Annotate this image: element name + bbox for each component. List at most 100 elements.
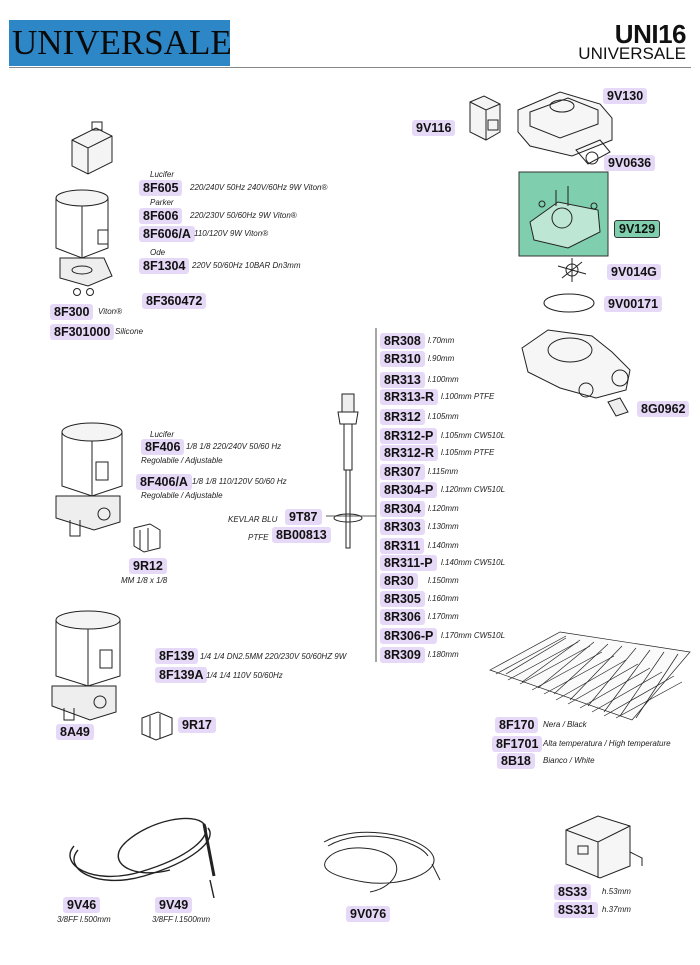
part-8F301000-desc: Silicone <box>115 327 144 336</box>
part-8F1701[interactable]: 8F1701 <box>492 736 543 752</box>
probe-length: l.160mm <box>428 594 459 603</box>
probe-code[interactable]: 8R304-P <box>380 482 438 498</box>
part-8F406-note: Regolabile / Adjustable <box>141 456 223 465</box>
probe-code[interactable]: 8R308 <box>380 333 425 349</box>
probe-length: l.140mm <box>428 541 459 550</box>
probe-length: l.100mm <box>428 375 459 384</box>
probe-code[interactable]: 8R307 <box>380 464 425 480</box>
probe-length: l.115mm <box>428 467 459 476</box>
probe-length: l.105mm PTFE <box>441 448 495 457</box>
part-8F1701-desc: Alta temperatura / High temperature <box>543 739 671 748</box>
probe-code[interactable]: 8R306-P <box>380 628 438 644</box>
part-9V130[interactable]: 9V130 <box>603 88 648 104</box>
part-8F360472[interactable]: 8F360472 <box>142 293 207 309</box>
probe-length: l.105mm <box>428 412 459 421</box>
pump-body-drawing <box>521 329 631 399</box>
part-8F406-desc: 1/8 1/8 220/240V 50/60 Hz <box>186 442 282 451</box>
brand-parker: Parker <box>150 198 174 207</box>
probe-length: l.100mm PTFE <box>441 392 495 401</box>
plate-drawing-9V129 <box>518 171 609 257</box>
part-8F605[interactable]: 8F605 <box>139 180 183 196</box>
probe-length: l.140mm CW510L <box>441 558 506 567</box>
probe-length: l.130mm <box>428 522 459 531</box>
probe-length: l.105mm CW510L <box>441 431 506 440</box>
probe-code[interactable]: 8R311-P <box>380 555 437 571</box>
part-8A49[interactable]: 8A49 <box>56 724 94 740</box>
probe-code[interactable]: 8R313 <box>380 372 425 388</box>
part-9V0636[interactable]: 9V0636 <box>604 155 656 171</box>
coil-connector-drawing <box>71 121 113 175</box>
probe-length: l.70mm <box>428 336 455 345</box>
probe-code[interactable]: 8R303 <box>380 519 425 535</box>
part-8B18-desc: Bianco / White <box>543 756 595 765</box>
probe-code[interactable]: 8R309 <box>380 647 425 663</box>
part-8F406[interactable]: 8F406 <box>141 439 185 455</box>
page-subtitle: UNIVERSALE <box>578 44 686 63</box>
solenoid-valve-drawing-1 <box>55 189 113 287</box>
part-8F406A-desc: 1/8 1/8 110/120V 50/60 Hz <box>192 477 287 486</box>
part-8F139[interactable]: 8F139 <box>155 648 199 664</box>
probe-code[interactable]: 8R305 <box>380 591 425 607</box>
probe-length: l.150mm <box>428 576 459 585</box>
fitting-drawing-9R17 <box>141 711 173 741</box>
bracket-drawing <box>565 815 643 879</box>
solenoid-valve-drawing-3 <box>51 610 121 721</box>
part-8F606A[interactable]: 8F606/A <box>139 226 195 242</box>
part-9V46[interactable]: 9V46 <box>63 897 101 913</box>
probe-length: l.120mm <box>428 504 459 513</box>
probe-code[interactable]: 8R306 <box>380 609 425 625</box>
page-code-title: UNI16 <box>614 19 687 49</box>
part-8F170[interactable]: 8F170 <box>495 717 539 733</box>
part-8S33[interactable]: 8S33 <box>554 884 592 900</box>
probe-code[interactable]: 8R312-P <box>380 428 438 444</box>
part-8F606A-desc: 110/120V 9W Viton® <box>194 229 269 238</box>
part-8F606-desc: 220/230V 50/60Hz 9W Viton® <box>190 211 297 220</box>
probe-length: l.170mm CW510L <box>441 631 506 640</box>
filter-mat-drawing <box>489 631 691 721</box>
probe-length: l.90mm <box>428 354 455 363</box>
probe-kevlar-label: KEVLAR BLU <box>228 515 278 524</box>
part-8F300[interactable]: 8F300 <box>50 304 94 320</box>
braided-hose-drawing <box>69 817 216 899</box>
brand-ode: Ode <box>150 248 166 257</box>
pump-head-drawing <box>517 91 613 165</box>
probe-code[interactable]: 8R311 <box>380 538 425 554</box>
fitting-drawing-9R12 <box>133 523 161 553</box>
probe-code[interactable]: 8R312-R <box>380 445 439 461</box>
brand-lucifer: Lucifer <box>150 170 175 179</box>
probe-code[interactable]: 8R312 <box>380 409 425 425</box>
brand-banner: UNIVERSALE <box>9 20 232 66</box>
connector-drawing-9V116 <box>469 95 501 141</box>
part-9V49-desc: 3/8FF l.1500mm <box>152 915 211 924</box>
part-8F1304[interactable]: 8F1304 <box>139 258 190 274</box>
part-8F606[interactable]: 8F606 <box>139 208 183 224</box>
part-9V076[interactable]: 9V076 <box>346 906 391 922</box>
part-8F605-desc: 220/240V 50Hz 240V/60Hz 9W Viton® <box>190 183 328 192</box>
part-8S331-desc: h.37mm <box>602 905 631 914</box>
part-8F301000[interactable]: 8F301000 <box>50 324 115 340</box>
part-8F139-desc: 1/4 1/4 DN2.5MM 220/230V 50/60HZ 9W <box>200 652 347 661</box>
part-9R17[interactable]: 9R17 <box>178 717 216 733</box>
part-8B00813[interactable]: 8B00813 <box>272 527 331 543</box>
probe-code[interactable]: 8R313-R <box>380 389 439 405</box>
probe-code[interactable]: 8R304 <box>380 501 425 517</box>
part-9V116[interactable]: 9V116 <box>412 120 456 136</box>
part-9V014G[interactable]: 9V014G <box>607 264 661 280</box>
probe-code[interactable]: 8R310 <box>380 351 425 367</box>
part-8F1304-desc: 220V 50/60Hz 10BAR Dn3mm <box>192 261 301 270</box>
part-9V129[interactable]: 9V129 <box>614 220 661 238</box>
part-9V00171[interactable]: 9V00171 <box>604 296 663 312</box>
part-9V46-desc: 3/8FF l.500mm <box>57 915 111 924</box>
part-8G0962[interactable]: 8G0962 <box>637 401 690 417</box>
part-9R12-desc: MM 1/8 x 1/8 <box>121 576 168 585</box>
part-9V49[interactable]: 9V49 <box>155 897 193 913</box>
impeller-drawing <box>557 258 587 282</box>
part-8S331[interactable]: 8S331 <box>554 902 599 918</box>
part-8F139A[interactable]: 8F139A <box>155 667 208 683</box>
part-9R12[interactable]: 9R12 <box>129 558 167 574</box>
part-9T87[interactable]: 9T87 <box>285 509 322 525</box>
part-8F406A[interactable]: 8F406/A <box>136 474 192 490</box>
probe-code[interactable]: 8R30 <box>380 573 418 589</box>
part-8B18[interactable]: 8B18 <box>497 753 535 769</box>
